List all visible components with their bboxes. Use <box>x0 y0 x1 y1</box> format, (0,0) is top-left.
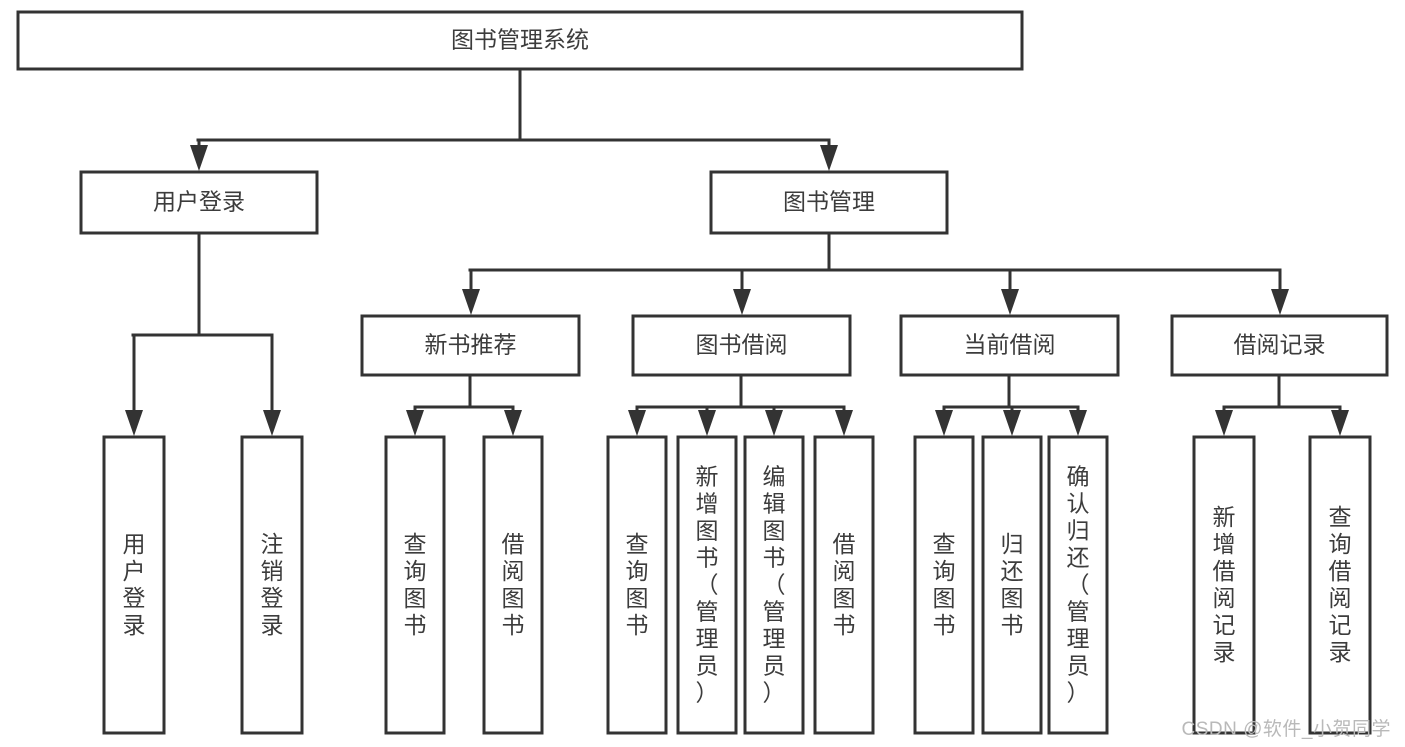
node-box <box>981 435 1043 735</box>
node-label: 图书管理 <box>783 189 875 215</box>
node-label: 借阅图书 <box>833 531 856 638</box>
node-book-borrow[interactable]: 图书借阅 <box>631 314 852 377</box>
node-leaf-user-login[interactable]: 用户登录 <box>102 435 166 735</box>
node-box <box>102 435 166 735</box>
node-box <box>813 435 875 735</box>
node-leaf-borrow-book-1[interactable]: 借阅图书 <box>482 435 544 735</box>
node-box <box>899 314 1120 377</box>
node-leaf-edit-book[interactable]: 编辑图书（管理员） <box>743 435 805 735</box>
node-box <box>913 435 975 735</box>
node-label: 查询借阅记录 <box>1329 504 1352 665</box>
node-label: 编辑图书（管理员） <box>763 464 786 706</box>
arrowhead-icon <box>190 145 208 171</box>
node-label: 确认归还（管理员） <box>1067 464 1090 706</box>
node-label: 借阅图书 <box>502 531 525 638</box>
arrowhead-icon <box>698 410 716 436</box>
arrowhead-icon <box>820 145 838 171</box>
node-new-book-rec[interactable]: 新书推荐 <box>360 314 581 377</box>
node-box <box>676 435 738 735</box>
node-box <box>482 435 544 735</box>
arrowhead-icon <box>835 410 853 436</box>
node-label: 查询图书 <box>933 531 956 638</box>
arrowhead-icon <box>1331 410 1349 436</box>
node-label: 归还图书 <box>1001 531 1024 638</box>
csdn-watermark: CSDN @软件_小贺同学 <box>1181 719 1391 740</box>
node-leaf-add-book[interactable]: 新增图书（管理员） <box>676 435 738 735</box>
arrowhead-icon <box>125 410 143 436</box>
arrowhead-icon <box>765 410 783 436</box>
node-box <box>240 435 304 735</box>
node-box <box>606 435 668 735</box>
node-leaf-add-record[interactable]: 新增借阅记录 <box>1192 435 1256 735</box>
node-borrow-record[interactable]: 借阅记录 <box>1170 314 1389 377</box>
arrowhead-icon <box>504 410 522 436</box>
arrowhead-icon <box>263 410 281 436</box>
arrowhead-icon <box>462 289 480 315</box>
arrowhead-icon <box>733 289 751 315</box>
node-label: 查询图书 <box>626 531 649 638</box>
arrowhead-icon <box>1069 410 1087 436</box>
node-box <box>360 314 581 377</box>
node-label: 图书借阅 <box>696 332 788 358</box>
node-box <box>709 170 949 235</box>
node-label: 查询图书 <box>404 531 427 638</box>
arrowhead-icon <box>1271 289 1289 315</box>
node-box <box>631 314 852 377</box>
node-label: 新增图书（管理员） <box>696 464 719 706</box>
node-book-mgmt[interactable]: 图书管理 <box>709 170 949 235</box>
node-label: 借阅记录 <box>1234 332 1326 358</box>
node-leaf-return-book[interactable]: 归还图书 <box>981 435 1043 735</box>
node-box <box>1170 314 1389 377</box>
arrowhead-icon <box>406 410 424 436</box>
node-box <box>743 435 805 735</box>
node-leaf-query-book-1[interactable]: 查询图书 <box>384 435 446 735</box>
node-box <box>1047 435 1109 735</box>
node-box <box>79 170 319 235</box>
node-label: 注销登录 <box>261 531 284 638</box>
node-label: 新增借阅记录 <box>1213 504 1236 665</box>
node-label: 当前借阅 <box>964 332 1056 358</box>
node-current-borrow[interactable]: 当前借阅 <box>899 314 1120 377</box>
node-leaf-logout[interactable]: 注销登录 <box>240 435 304 735</box>
node-box <box>1192 435 1256 735</box>
node-box <box>1308 435 1372 735</box>
arrowhead-icon <box>1001 289 1019 315</box>
node-user-login[interactable]: 用户登录 <box>79 170 319 235</box>
node-box <box>16 10 1024 71</box>
node-label: 用户登录 <box>153 189 245 215</box>
node-root[interactable]: 图书管理系统 <box>16 10 1024 71</box>
node-leaf-confirm-return[interactable]: 确认归还（管理员） <box>1047 435 1109 735</box>
node-label: 图书管理系统 <box>451 27 589 53</box>
node-leaf-query-book-2[interactable]: 查询图书 <box>606 435 668 735</box>
node-box <box>384 435 446 735</box>
node-leaf-borrow-book-2[interactable]: 借阅图书 <box>813 435 875 735</box>
arrowhead-icon <box>935 410 953 436</box>
arrowhead-icon <box>628 410 646 436</box>
node-leaf-query-record[interactable]: 查询借阅记录 <box>1308 435 1372 735</box>
node-label: 用户登录 <box>123 531 146 638</box>
node-leaf-query-book-3[interactable]: 查询图书 <box>913 435 975 735</box>
arrowhead-icon <box>1215 410 1233 436</box>
arrowhead-icon <box>1003 410 1021 436</box>
node-label: 新书推荐 <box>425 332 517 358</box>
